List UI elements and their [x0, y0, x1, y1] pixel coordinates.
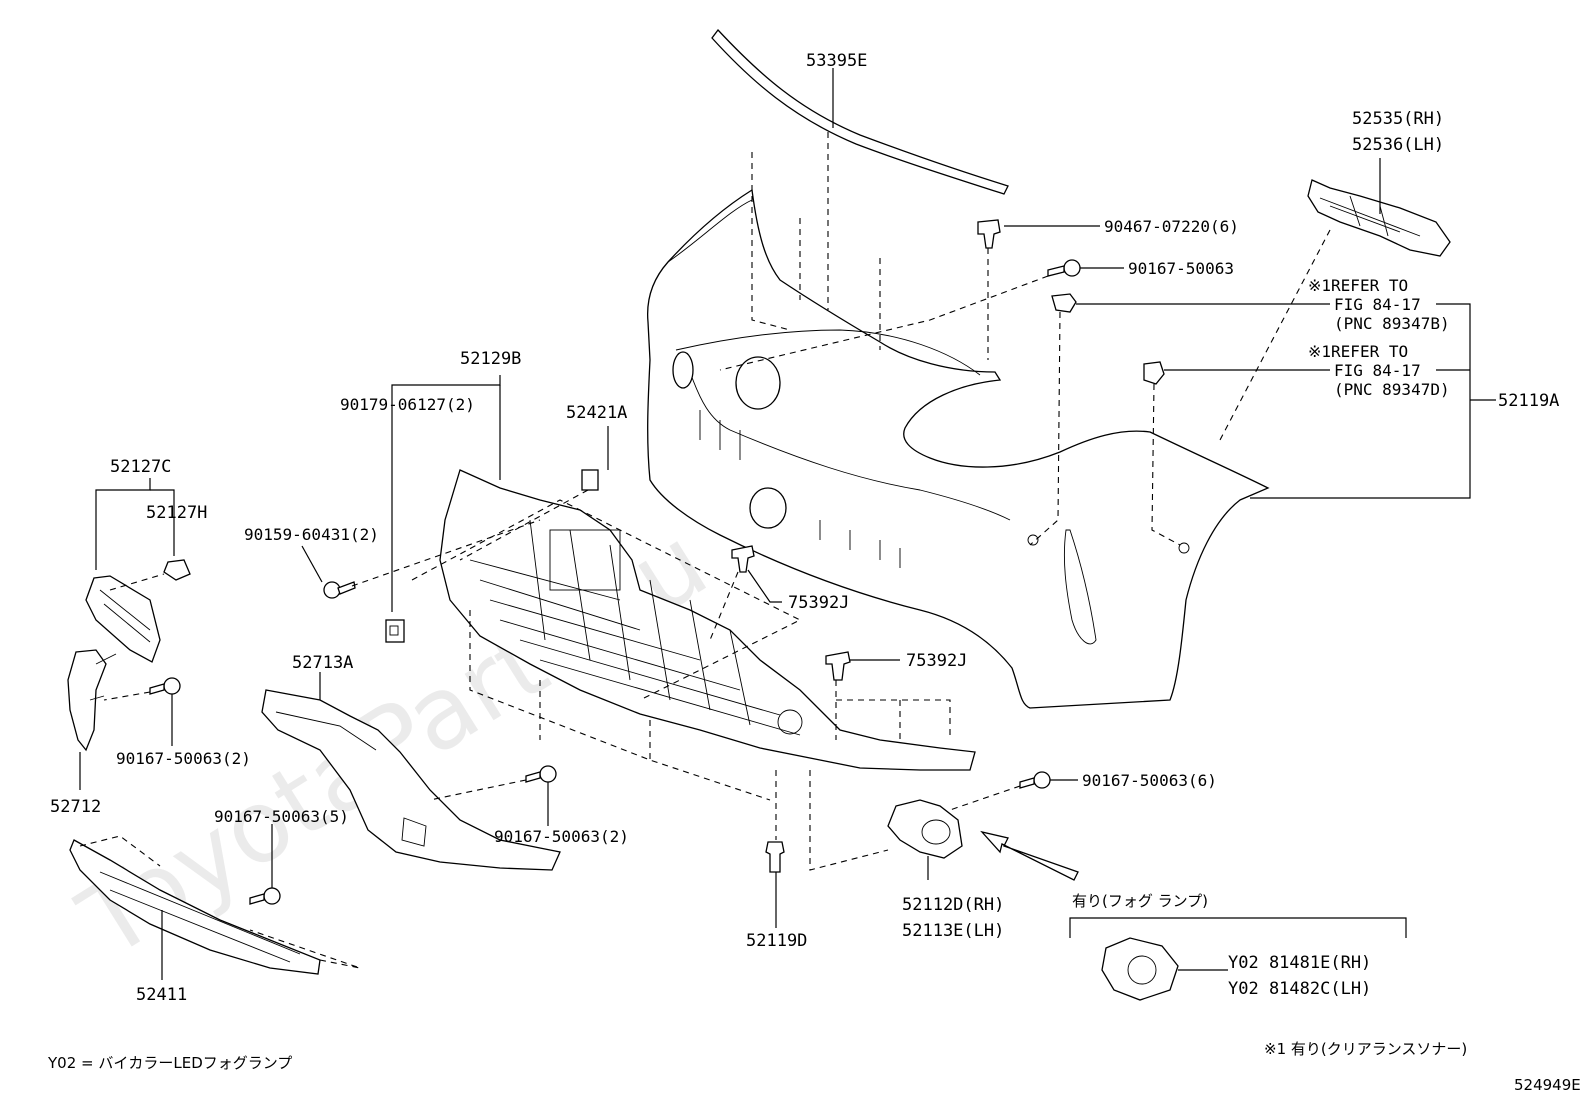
screw-90159[interactable] — [323, 581, 356, 599]
fog-lamp-note: 有り(フォグ ランプ) — [1072, 892, 1208, 910]
ref2-line3: (PNC 89347D) — [1334, 380, 1450, 399]
label-52421A[interactable]: 52421A — [566, 403, 627, 423]
label-90167-5[interactable]: 90167-50063(5) — [214, 807, 349, 826]
sonar-bracket-89347B[interactable] — [1051, 293, 1077, 313]
label-90167-2b[interactable]: 90167-50063(2) — [494, 827, 629, 846]
label-52119D[interactable]: 52119D — [746, 931, 807, 951]
label-52535[interactable]: 52535(RH) — [1352, 109, 1444, 129]
bolt-90167-top[interactable] — [1047, 259, 1081, 277]
label-52112D[interactable]: 52112D(RH) — [902, 895, 1004, 915]
ref1-line2: FIG 84-17 — [1334, 295, 1421, 314]
sonar-bracket-89347D[interactable] — [1143, 361, 1165, 385]
bolt-90167-left[interactable] — [149, 677, 181, 695]
spacer-52421A[interactable] — [581, 469, 599, 491]
legend-y02: Y02 = バイカラーLEDフォグランプ — [47, 1054, 292, 1072]
lower-spoiler-52411[interactable] — [69, 839, 321, 975]
bumper-support-52129B[interactable] — [439, 469, 976, 771]
bumper-cover-side-52127C[interactable] — [85, 575, 161, 663]
label-53395E[interactable]: 53395E — [806, 51, 867, 71]
label-52127H[interactable]: 52127H — [146, 503, 207, 523]
label-90159[interactable]: 90159-60431(2) — [244, 525, 379, 544]
bolt-90167-center[interactable] — [525, 765, 557, 783]
clip-52127H[interactable] — [163, 559, 191, 581]
nut-90179[interactable] — [385, 619, 405, 643]
clip-75392J-a[interactable] — [731, 545, 755, 573]
clip-90467[interactable] — [977, 219, 1001, 249]
label-75392J-a[interactable]: 75392J — [788, 593, 849, 613]
legend-ref: ※1 有り(クリアランスソナー) — [1264, 1040, 1467, 1058]
label-90167-top[interactable]: 90167-50063 — [1128, 259, 1234, 278]
leader-lines — [79, 68, 1496, 980]
label-90167-6[interactable]: 90167-50063(6) — [1082, 771, 1217, 790]
diagram-id: 524949E — [1514, 1076, 1581, 1094]
garnish-52713A[interactable] — [261, 689, 561, 871]
fog-lamp-Y02[interactable] — [1101, 937, 1179, 1001]
label-52127C[interactable]: 52127C — [110, 457, 171, 477]
label-75392J-b[interactable]: 75392J — [906, 651, 967, 671]
label-90167-2a[interactable]: 90167-50063(2) — [116, 749, 251, 768]
ref2-line1: ※1REFER TO — [1308, 342, 1408, 361]
ref1-line3: (PNC 89347B) — [1334, 314, 1450, 333]
clip-75392J-b[interactable] — [825, 651, 851, 681]
label-52119A[interactable]: 52119A — [1498, 391, 1559, 411]
label-Y02-a[interactable]: Y02 81481E(RH) — [1228, 953, 1371, 973]
side-bracket-52535-52536[interactable] — [1307, 179, 1451, 257]
label-52113E[interactable]: 52113E(LH) — [902, 921, 1004, 941]
label-90467[interactable]: 90467-07220(6) — [1104, 217, 1239, 236]
fog-lamp-arrow — [980, 830, 1079, 881]
label-52411[interactable]: 52411 — [136, 985, 187, 1005]
upper-molding-53395E[interactable] — [711, 28, 1009, 195]
label-52536[interactable]: 52536(LH) — [1352, 135, 1444, 155]
retainer-52712[interactable] — [67, 649, 117, 752]
bolt-90167-lower[interactable] — [249, 887, 281, 905]
front-bumper-cover-52119A[interactable] — [646, 188, 1270, 709]
ref2-line2: FIG 84-17 — [1334, 361, 1421, 380]
label-52713A[interactable]: 52713A — [292, 653, 353, 673]
part-labels: 53395E 52535(RH) 52536(LH) 90467-07220(6… — [47, 51, 1581, 1094]
label-52712[interactable]: 52712 — [50, 797, 101, 817]
label-90179[interactable]: 90179-06127(2) — [340, 395, 475, 414]
ref1-line1: ※1REFER TO — [1308, 276, 1408, 295]
bolt-90167-right[interactable] — [1019, 771, 1051, 789]
label-Y02-b[interactable]: Y02 81482C(LH) — [1228, 979, 1371, 999]
fog-cover-52112D-52113E[interactable] — [887, 799, 963, 859]
label-52129B[interactable]: 52129B — [460, 349, 521, 369]
clip-52119D[interactable] — [765, 841, 785, 873]
